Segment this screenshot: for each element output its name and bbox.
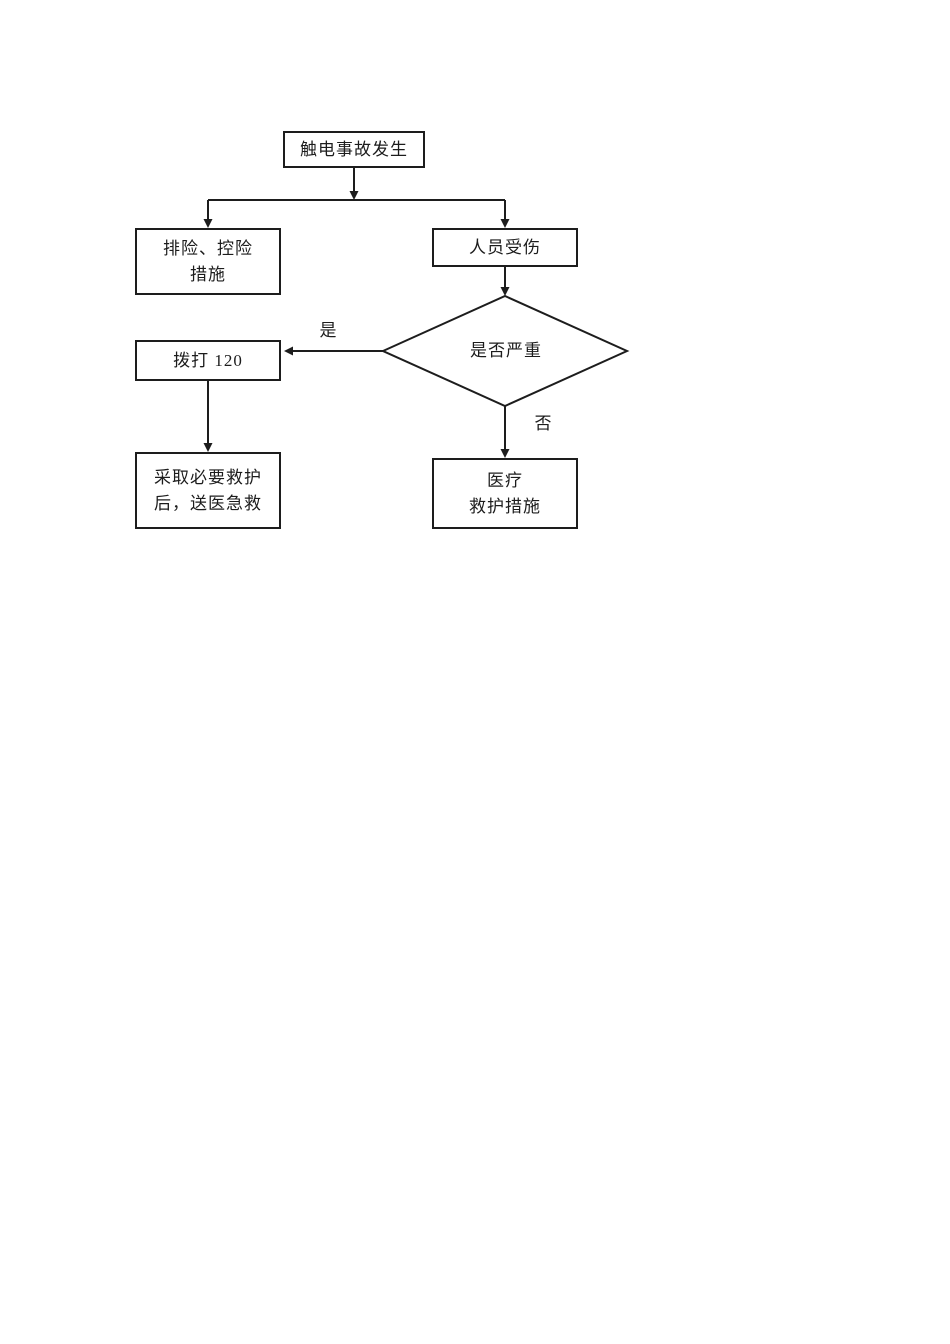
node-call-120-label: 拨打 120: [173, 350, 243, 370]
edge-start-down-arrowhead: [349, 191, 359, 200]
edge-call120-to-rescue-arrowhead: [203, 443, 213, 452]
edge-label-yes: 是: [319, 321, 337, 340]
edge-decision-yes-to-call120: [284, 346, 383, 356]
edge-decision-no-arrowhead: [500, 449, 510, 458]
edge-decision-no-to-medical: [500, 406, 510, 458]
node-call-120: 拨打 120: [135, 340, 281, 381]
node-start-label: 触电事故发生: [300, 139, 408, 159]
node-medical-rescue: 医疗 救护措施: [432, 458, 578, 529]
edge-branch-to-person-injured: [500, 200, 510, 228]
node-risk-control-line2: 措施: [190, 264, 226, 284]
edge-decision-yes-arrowhead: [284, 346, 293, 356]
node-risk-control: 排险、控险 措施: [135, 228, 281, 295]
edge-start-down: [349, 168, 359, 200]
node-start: 触电事故发生: [283, 131, 425, 168]
edge-call120-to-rescue: [203, 381, 213, 452]
node-severity-decision-label: 是否严重: [470, 341, 542, 360]
edge-branch-to-risk-control: [203, 200, 213, 228]
edge-branch-to-person-injured-arrowhead: [500, 219, 510, 228]
edge-injured-to-decision-arrowhead: [500, 287, 510, 296]
node-rescue-then-send-line1: 采取必要救护: [154, 467, 262, 487]
edge-label-no: 否: [534, 414, 552, 433]
node-rescue-then-send: 采取必要救护 后，送医急救: [135, 452, 281, 529]
edge-branch-to-risk-control-arrowhead: [203, 219, 213, 228]
node-person-injured: 人员受伤: [432, 228, 578, 267]
node-medical-rescue-line1: 医疗: [487, 470, 523, 490]
node-person-injured-label: 人员受伤: [469, 237, 541, 257]
decision-diamond-shape: [380, 294, 630, 408]
edge-injured-to-decision: [500, 267, 510, 296]
node-rescue-then-send-line2: 后，送医急救: [154, 493, 262, 513]
node-medical-rescue-line2: 救护措施: [469, 496, 541, 516]
node-risk-control-line1: 排险、控险: [163, 238, 253, 258]
